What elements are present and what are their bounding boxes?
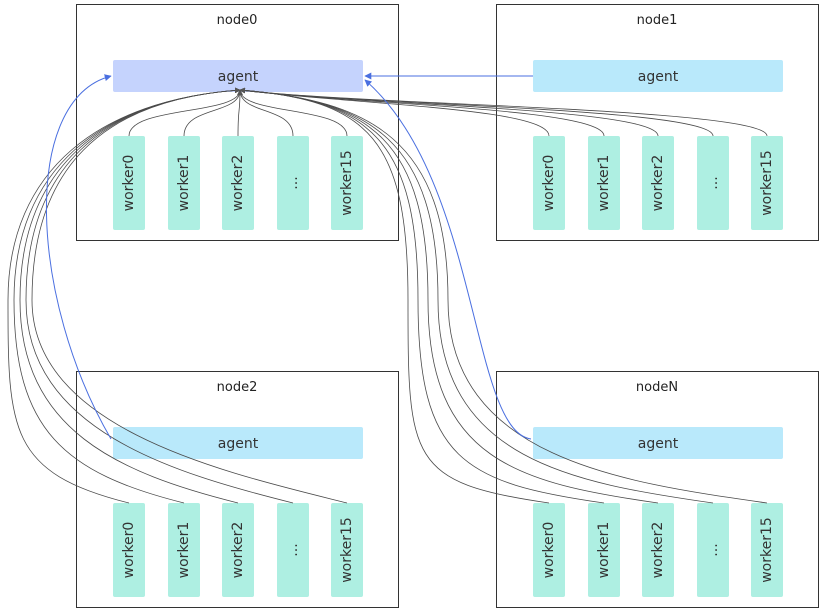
worker-box [331,136,363,230]
link-nodeN-worker0 [239,87,550,504]
link-agent-nodeN [364,79,532,440]
link-node0-worker2 [237,89,243,137]
link-node1-worker4 [239,87,768,137]
agent-label: agent [218,69,259,85]
worker-label: worker15 [759,150,775,216]
worker-worker2: worker2 [222,503,254,597]
worker-worker1: worker1 [168,503,200,597]
worker-box [222,136,254,230]
worker-ellipsis: ... [697,136,729,230]
worker-box [751,136,783,230]
worker-worker0: worker0 [533,503,565,597]
worker-label: worker1 [596,155,612,212]
worker-worker2: worker2 [642,503,674,597]
worker-box [751,503,783,597]
link-node2-worker1 [13,87,241,504]
worker-label: worker15 [339,150,355,216]
worker-worker15: worker15 [751,503,783,597]
links-layer [7,72,768,504]
worker-label: worker2 [650,155,666,212]
link-nodeN-worker2 [239,87,659,504]
link-nodeN-worker4 [239,87,768,504]
worker-label: worker1 [176,522,192,579]
agent-box [113,60,363,92]
node-node1: node1 agent worker0 worker1 worker2... worker… [496,4,819,241]
worker-worker15: worker15 [331,136,363,230]
link-agent-node2 [46,74,112,440]
link-node0-worker4 [237,89,348,137]
link-node0-worker1 [183,89,243,137]
worker-box [642,503,674,597]
node-title: node2 [217,380,258,395]
worker-label: worker0 [541,522,557,579]
worker-box [113,503,145,597]
worker-label: ... [705,543,721,556]
node-title: nodeN [636,380,678,395]
node-title: node1 [637,13,678,28]
link-nodeN-worker1 [239,87,605,504]
worker-ellipsis: ... [277,136,309,230]
link-node0-worker3 [237,89,294,137]
agent-box [113,427,363,459]
worker-label: worker15 [339,517,355,583]
node-node0: node0 agent worker0 worker1 worker2... worker… [76,4,399,241]
worker-label: worker1 [176,155,192,212]
worker-box [113,136,145,230]
worker-worker2: worker2 [222,136,254,230]
agent-box [533,60,783,92]
link-node2-worker3 [25,87,294,504]
worker-worker15: worker15 [751,136,783,230]
worker-worker1: worker1 [588,136,620,230]
agent-box [533,427,783,459]
worker-worker1: worker1 [168,136,200,230]
agent-label: agent [638,69,679,85]
worker-worker0: worker0 [113,503,145,597]
node-node2: node2 agent worker0 worker1 worker2... worker… [76,371,399,608]
link-nodeN-worker3 [239,87,714,504]
worker-worker0: worker0 [113,136,145,230]
worker-worker15: worker15 [331,503,363,597]
node-nodeN: nodeN agent worker0 worker1 worker2... worker… [496,371,819,608]
worker-box [168,503,200,597]
worker-box [277,503,309,597]
worker-label: worker1 [596,522,612,579]
link-node2-worker2 [19,87,241,504]
worker-box [168,136,200,230]
worker-box [277,136,309,230]
worker-ellipsis: ... [277,503,309,597]
worker-box [533,503,565,597]
worker-label: worker0 [121,155,137,212]
worker-ellipsis: ... [697,503,729,597]
worker-label: worker2 [230,522,246,579]
worker-label: ... [705,176,721,189]
worker-label: worker2 [230,155,246,212]
link-node2-worker4 [31,87,348,504]
worker-box [331,503,363,597]
node-title: node0 [217,13,258,28]
worker-box [222,503,254,597]
worker-label: ... [285,176,301,189]
worker-box [697,503,729,597]
worker-label: worker0 [541,155,557,212]
worker-box [697,136,729,230]
link-node0-worker0 [128,89,243,137]
worker-worker2: worker2 [642,136,674,230]
worker-worker0: worker0 [533,136,565,230]
agent-label: agent [638,436,679,452]
worker-box [588,136,620,230]
link-node2-worker0 [7,87,241,504]
worker-label: worker2 [650,522,666,579]
worker-box [588,503,620,597]
worker-box [533,136,565,230]
worker-label: worker15 [759,517,775,583]
worker-box [642,136,674,230]
worker-label: worker0 [121,522,137,579]
agent-label: agent [218,436,259,452]
worker-label: ... [285,543,301,556]
worker-worker1: worker1 [588,503,620,597]
nodes-layer: node0 agent worker0 worker1 worker2... worker… [76,4,819,608]
